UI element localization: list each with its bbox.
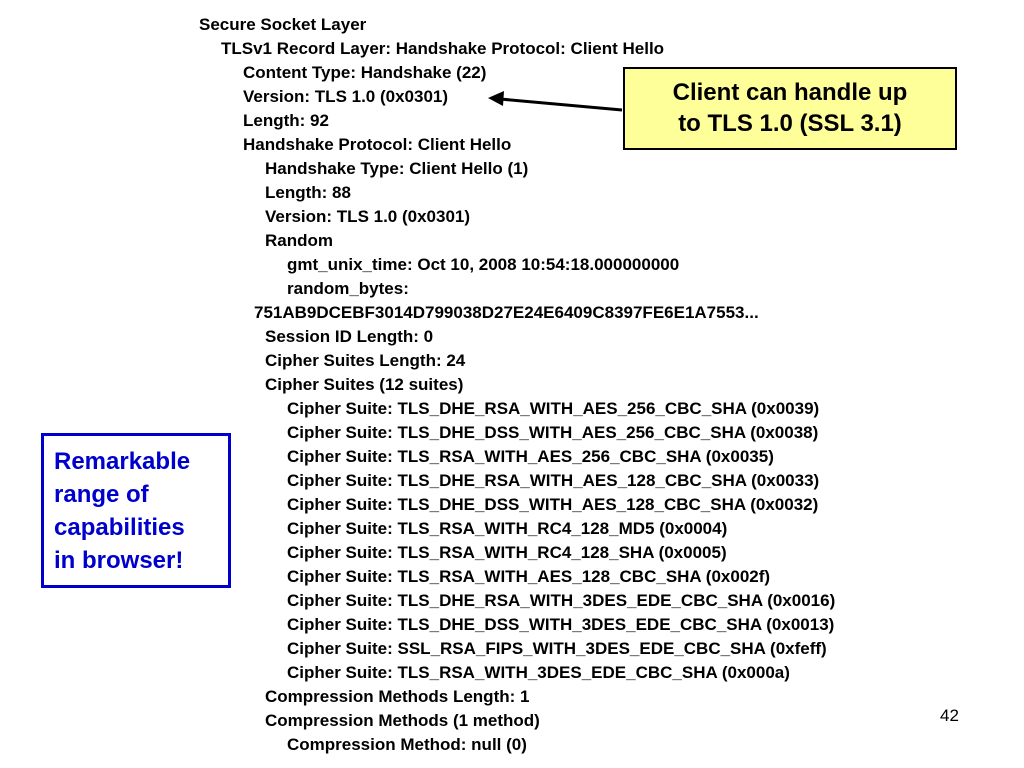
browser-callout-line-3: capabilities: [54, 514, 185, 541]
tree-line: Session ID Length: 0: [265, 327, 434, 346]
tls-callout-line-1: Client can handle up: [672, 79, 908, 106]
tree-line: random_bytes:: [287, 279, 409, 298]
tree-line: Handshake Protocol: Client Hello: [243, 135, 512, 154]
tree-line: Cipher Suite: TLS_DHE_DSS_WITH_AES_256_C…: [287, 423, 819, 442]
tree-line: Content Type: Handshake (22): [243, 63, 487, 82]
tree-line: 751AB9DCEBF3014D799038D27E24E6409C8397FE…: [254, 303, 759, 322]
tree-line: Length: 88: [265, 183, 351, 202]
tree-line: Cipher Suite: TLS_DHE_DSS_WITH_AES_128_C…: [287, 495, 819, 514]
tls-version-callout: Client can handle up to TLS 1.0 (SSL 3.1…: [623, 67, 957, 150]
tree-line: Version: TLS 1.0 (0x0301): [243, 87, 449, 106]
tree-line: Cipher Suite: TLS_RSA_WITH_AES_128_CBC_S…: [287, 567, 771, 586]
page-number: 42: [940, 706, 959, 725]
browser-callout-line-1: Remarkable: [54, 448, 191, 475]
tree-line: Cipher Suite: TLS_RSA_WITH_3DES_EDE_CBC_…: [287, 663, 790, 682]
tls-callout-line-2: to TLS 1.0 (SSL 3.1): [678, 110, 902, 137]
tree-line: Secure Socket Layer: [199, 15, 367, 34]
tree-line: Handshake Type: Client Hello (1): [265, 159, 529, 178]
tree-line: Cipher Suite: SSL_RSA_FIPS_WITH_3DES_EDE…: [287, 639, 827, 658]
tree-line: Cipher Suite: TLS_RSA_WITH_RC4_128_MD5 (…: [287, 519, 728, 538]
browser-capabilities-callout: Remarkable range of capabilities in brow…: [41, 433, 231, 588]
browser-callout-line-2: range of: [54, 481, 149, 508]
tree-line: Compression Methods Length: 1: [265, 687, 530, 706]
tree-line: Cipher Suites Length: 24: [265, 351, 466, 370]
tree-line: Cipher Suite: TLS_DHE_DSS_WITH_3DES_EDE_…: [287, 615, 835, 634]
tree-line: Cipher Suites (12 suites): [265, 375, 464, 394]
tree-line: Cipher Suite: TLS_DHE_RSA_WITH_3DES_EDE_…: [287, 591, 836, 610]
browser-callout-line-4: in browser!: [54, 547, 184, 574]
tree-line: Random: [265, 231, 333, 250]
tree-line: TLSv1 Record Layer: Handshake Protocol: …: [221, 39, 665, 58]
tree-line: Cipher Suite: TLS_DHE_RSA_WITH_AES_128_C…: [287, 471, 820, 490]
tree-line: Cipher Suite: TLS_RSA_WITH_RC4_128_SHA (…: [287, 543, 727, 562]
tree-line: Compression Method: null (0): [287, 735, 527, 754]
tree-line: Version: TLS 1.0 (0x0301): [265, 207, 471, 226]
tree-line: Compression Methods (1 method): [265, 711, 540, 730]
tree-line: Cipher Suite: TLS_RSA_WITH_AES_256_CBC_S…: [287, 447, 774, 466]
tree-line: Cipher Suite: TLS_DHE_RSA_WITH_AES_256_C…: [287, 399, 820, 418]
tree-line: gmt_unix_time: Oct 10, 2008 10:54:18.000…: [287, 255, 680, 274]
tree-line: Length: 92: [243, 111, 329, 130]
